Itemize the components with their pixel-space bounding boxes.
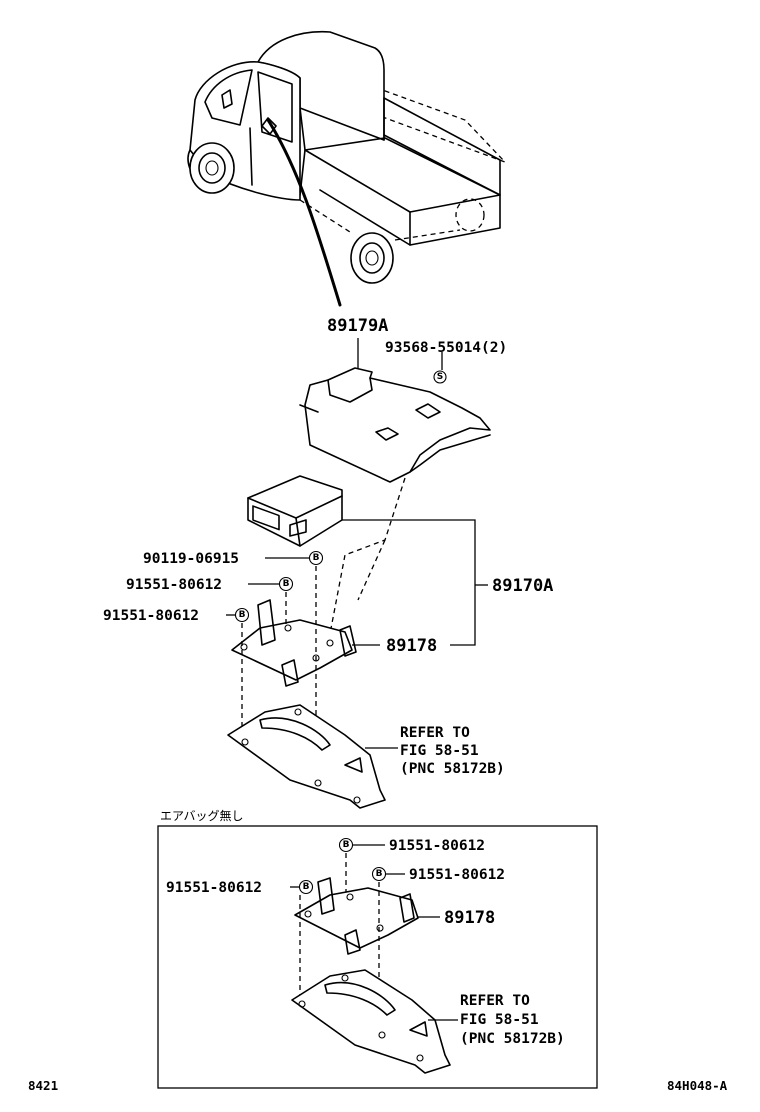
label-91551-80612-b: 91551-80612 xyxy=(103,608,199,624)
screw-badge-93568: S xyxy=(433,370,447,384)
bolt-badge-90119: B xyxy=(308,550,324,566)
svg-text:B: B xyxy=(239,610,246,620)
label-89178: 89178 xyxy=(386,636,437,656)
inset-label-89178: 89178 xyxy=(444,908,495,928)
refer-main-line3: (PNC 58172B) xyxy=(400,761,505,777)
airbag-sensor-unit xyxy=(247,475,343,547)
mount-plate-89178 xyxy=(231,599,357,687)
inset-bolt-badge-left: B xyxy=(298,879,314,895)
inset-label-91551-right: 91551-80612 xyxy=(409,867,505,883)
bolt-badge-91551-b: B xyxy=(234,607,250,623)
floor-plate-main xyxy=(227,704,386,809)
svg-text:B: B xyxy=(376,869,383,879)
inset-frame xyxy=(157,825,598,1089)
inset-bolt-badge-top: B xyxy=(338,837,354,853)
bolt-badge-91551-a: B xyxy=(278,576,294,592)
label-90119-06915: 90119-06915 xyxy=(143,551,239,567)
label-91551-80612-a: 91551-80612 xyxy=(126,577,222,593)
bracket-89179a xyxy=(299,367,491,483)
svg-text:B: B xyxy=(343,840,350,850)
svg-text:B: B xyxy=(313,553,320,563)
inset-label-91551-top: 91551-80612 xyxy=(389,838,485,854)
inset-title: エアバッグ無し xyxy=(160,808,244,823)
footer-left-code: 8421 xyxy=(28,1078,58,1093)
refer-main-line2: FIG 58-51 xyxy=(400,743,479,759)
footer-right-code: 84H048-A xyxy=(667,1078,728,1093)
truck-illustration xyxy=(187,30,506,307)
svg-text:B: B xyxy=(303,882,310,892)
inset-label-91551-left: 91551-80612 xyxy=(166,880,262,896)
svg-text:S: S xyxy=(437,372,443,382)
inset-refer-line3: (PNC 58172B) xyxy=(460,1031,565,1047)
inset-refer-line2: FIG 58-51 xyxy=(460,1012,539,1028)
refer-main-line1: REFER TO xyxy=(400,725,470,741)
inset-mount-plate-89178 xyxy=(294,877,419,955)
inset-bolt-badge-right: B xyxy=(371,866,387,882)
inset-refer-line1: REFER TO xyxy=(460,993,530,1009)
svg-text:B: B xyxy=(283,579,290,589)
inset-floor-plate xyxy=(291,969,451,1074)
label-89179a: 89179A xyxy=(327,316,388,336)
label-93568-55014: 93568-55014(2) xyxy=(385,340,507,356)
label-89170a: 89170A xyxy=(492,576,553,596)
